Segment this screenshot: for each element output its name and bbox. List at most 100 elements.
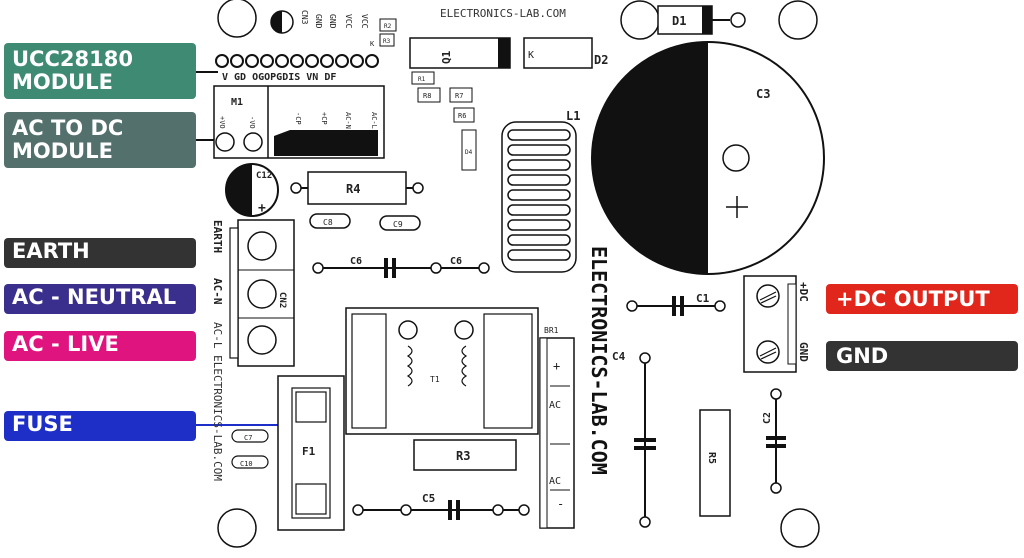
- c12-plus: +: [258, 201, 266, 216]
- br1-ac-1: AC: [549, 400, 561, 411]
- callout-ucc-line2: MODULE: [12, 70, 113, 94]
- m1-label: M1: [231, 97, 243, 108]
- m1-pin-cp-plus: +CP: [320, 112, 328, 125]
- c6-label-a: C6: [350, 256, 362, 267]
- resistor-r1: [411, 71, 435, 85]
- m1-pin-circle-2: [243, 132, 263, 152]
- capacitor-c5-plates: [448, 500, 452, 520]
- capacitor-c1-plates: [672, 296, 676, 316]
- r5-label: R5: [706, 452, 717, 464]
- mounting-hole-tl: [217, 0, 257, 38]
- cn3-pin-1: GND: [314, 14, 323, 29]
- transistor-q1: [409, 37, 511, 69]
- callout-acdc-line2: MODULE: [12, 139, 113, 163]
- cn2-screw-earth: [247, 231, 277, 261]
- mounting-hole-tr2: [778, 0, 818, 40]
- br1-minus: -: [557, 497, 564, 511]
- callout-ac-neutral: AC - NEUTRAL: [4, 284, 196, 314]
- diode-d2: [523, 37, 593, 69]
- mounting-hole-br: [780, 508, 820, 548]
- callout-earth: EARTH: [4, 238, 196, 268]
- r8-label: R8: [423, 92, 431, 100]
- br1-ac-2: AC: [549, 476, 561, 487]
- resistor-r5: [699, 409, 731, 517]
- resistor-r2: [379, 18, 397, 32]
- br1-plus: +: [553, 359, 560, 373]
- c1-label: C1: [696, 292, 710, 305]
- m1-pin-acn: AC-N: [344, 112, 352, 129]
- q1-label: Q1: [440, 50, 453, 64]
- l1-label: L1: [566, 109, 580, 123]
- resistor-r3: [413, 439, 517, 471]
- d2-label: D2: [594, 53, 608, 67]
- t1-coil-right: [461, 345, 468, 387]
- resistor-r3-small: [379, 33, 395, 47]
- terminal-label-gnd: GND: [797, 342, 810, 362]
- c2-label: C2: [762, 412, 773, 424]
- callout-ac-live: AC - LIVE: [4, 331, 196, 361]
- cn3-pin-2: GND: [328, 14, 337, 29]
- site-top-text: ELECTRONICS-LAB.COM: [440, 7, 566, 20]
- br1-label: BR1: [544, 326, 559, 335]
- r7-label: R7: [455, 92, 463, 100]
- c6-label-b: C6: [450, 256, 462, 267]
- terminal-label-dc: +DC: [797, 282, 810, 302]
- resistor-r4: [307, 171, 407, 205]
- r3-label: R3: [456, 449, 470, 463]
- callout-fuse: FUSE: [4, 411, 196, 441]
- r4-label: R4: [346, 182, 360, 196]
- resistor-r8: [417, 87, 441, 103]
- capacitor-c4-plates: [634, 438, 656, 442]
- c9-label: C9: [393, 220, 403, 229]
- callout-dc-output: +DC OUTPUT: [826, 284, 1018, 314]
- f1-label: F1: [302, 445, 316, 458]
- r2-label: R2: [384, 23, 392, 30]
- site-left-text: AC-L ELECTRONICS-LAB.COM: [211, 322, 224, 481]
- capacitor-c10: [231, 455, 269, 469]
- capacitor-c2-plates: [766, 436, 786, 440]
- c5-label: C5: [422, 492, 435, 505]
- resistor-r7: [449, 87, 473, 103]
- m1-pin-cp-minus: -CP: [294, 112, 302, 125]
- capacitor-c6-plates: [384, 258, 388, 278]
- cn2-screw-acl: [247, 325, 277, 355]
- callout-ac-to-dc-module: AC TO DC MODULE: [4, 112, 196, 168]
- mounting-hole-tr1: [620, 0, 660, 40]
- c8-label: C8: [323, 218, 333, 227]
- header-pins: [215, 54, 379, 68]
- callout-acdc-line1: AC TO DC: [12, 116, 124, 140]
- r1-label: R1: [418, 76, 426, 83]
- callout-gnd: GND: [826, 341, 1018, 371]
- cn3-pin-4: VCC: [360, 14, 369, 29]
- m1-pad-strip: [274, 130, 378, 156]
- resistor-r6: [453, 107, 475, 123]
- d4-label: D4: [465, 149, 473, 156]
- d1-label: D1: [672, 14, 686, 28]
- k-label: K: [370, 40, 375, 48]
- side-label-earth: EARTH: [211, 220, 224, 253]
- m1-pin-vo-plus: +VO: [218, 116, 226, 129]
- side-label-acn: AC-N: [211, 278, 224, 305]
- site-vertical-text: ELECTRONICS-LAB.COM: [587, 246, 611, 475]
- cn2-label: CN2: [277, 292, 287, 308]
- c10-label: C10: [240, 460, 253, 468]
- t1-coil-left: [406, 345, 413, 387]
- header-pins-label: V GD OGOPGDIS VN DF: [222, 72, 336, 83]
- c3-label: C3: [756, 87, 770, 101]
- t1-label: T1: [430, 375, 440, 384]
- c4-label: C4: [612, 350, 626, 363]
- r6-label: R6: [458, 112, 466, 120]
- callout-ucc-line1: UCC28180: [12, 47, 133, 71]
- cap-small-cn3-fill: [271, 11, 282, 33]
- k-label-d2: K: [528, 50, 534, 61]
- c12-label: C12: [256, 171, 272, 181]
- cn2-screw-acn: [247, 279, 277, 309]
- diode-d4: [461, 129, 477, 171]
- capacitor-c7: [231, 429, 269, 443]
- m1-pin-vo-minus: -VO: [248, 116, 256, 129]
- m1-pin-circle-1: [215, 132, 235, 152]
- cn3-pin-3: VCC: [344, 14, 353, 29]
- mounting-hole-bl: [217, 508, 257, 548]
- inductor-l1-windings: [507, 129, 571, 261]
